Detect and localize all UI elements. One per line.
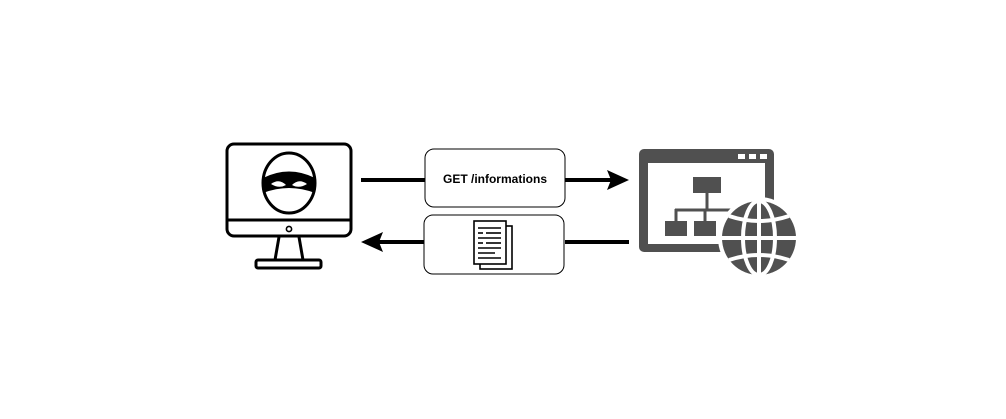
masked-face-icon: [261, 151, 317, 215]
hacker-monitor-icon: [225, 142, 353, 270]
globe-icon: [718, 197, 800, 279]
request-arrow: [361, 170, 629, 190]
document-icon: [473, 220, 513, 270]
request-box: GET /informations: [424, 148, 566, 208]
sitemap-icon: [665, 177, 739, 236]
response-box: [423, 214, 565, 275]
response-arrow: [361, 232, 629, 252]
request-label: GET /informations: [443, 172, 547, 186]
website-sitemap-globe-icon: [639, 149, 800, 279]
